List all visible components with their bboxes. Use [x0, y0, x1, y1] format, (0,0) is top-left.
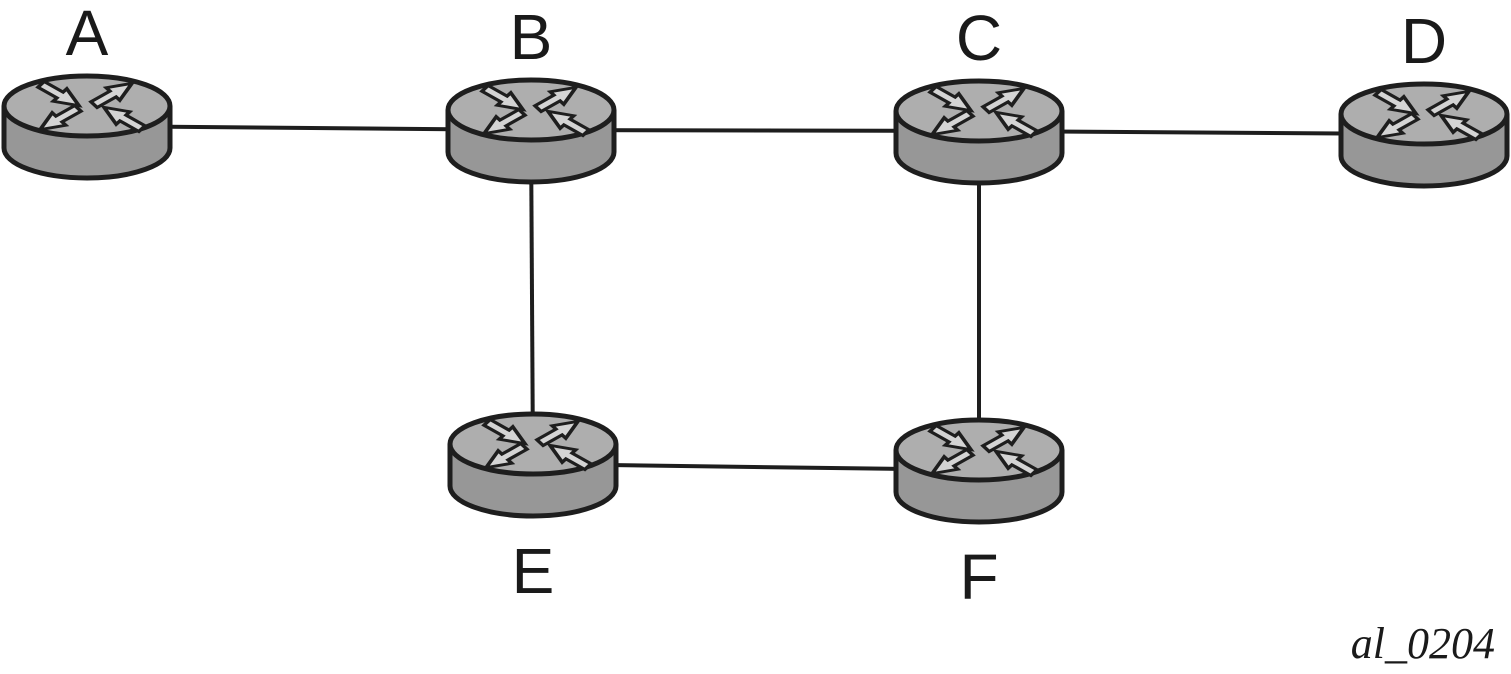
router-B [448, 80, 614, 182]
router-E [450, 414, 616, 516]
router-F [896, 420, 1062, 522]
link-B-E [529, 129, 535, 465]
router-label-C: C [956, 2, 1002, 74]
router-label-D: D [1401, 5, 1447, 77]
router-label-E: E [512, 535, 555, 607]
router-label-A: A [66, 0, 109, 69]
links-layer [86, 124, 1425, 472]
figure-caption: al_0204 [1350, 619, 1495, 668]
router-label-F: F [959, 541, 998, 613]
router-D [1341, 84, 1507, 186]
nodes-layer [4, 76, 1507, 522]
labels-layer: A B C D E F [66, 0, 1447, 613]
router-C [896, 81, 1062, 183]
router-label-B: B [510, 1, 553, 73]
router-A [4, 76, 170, 178]
